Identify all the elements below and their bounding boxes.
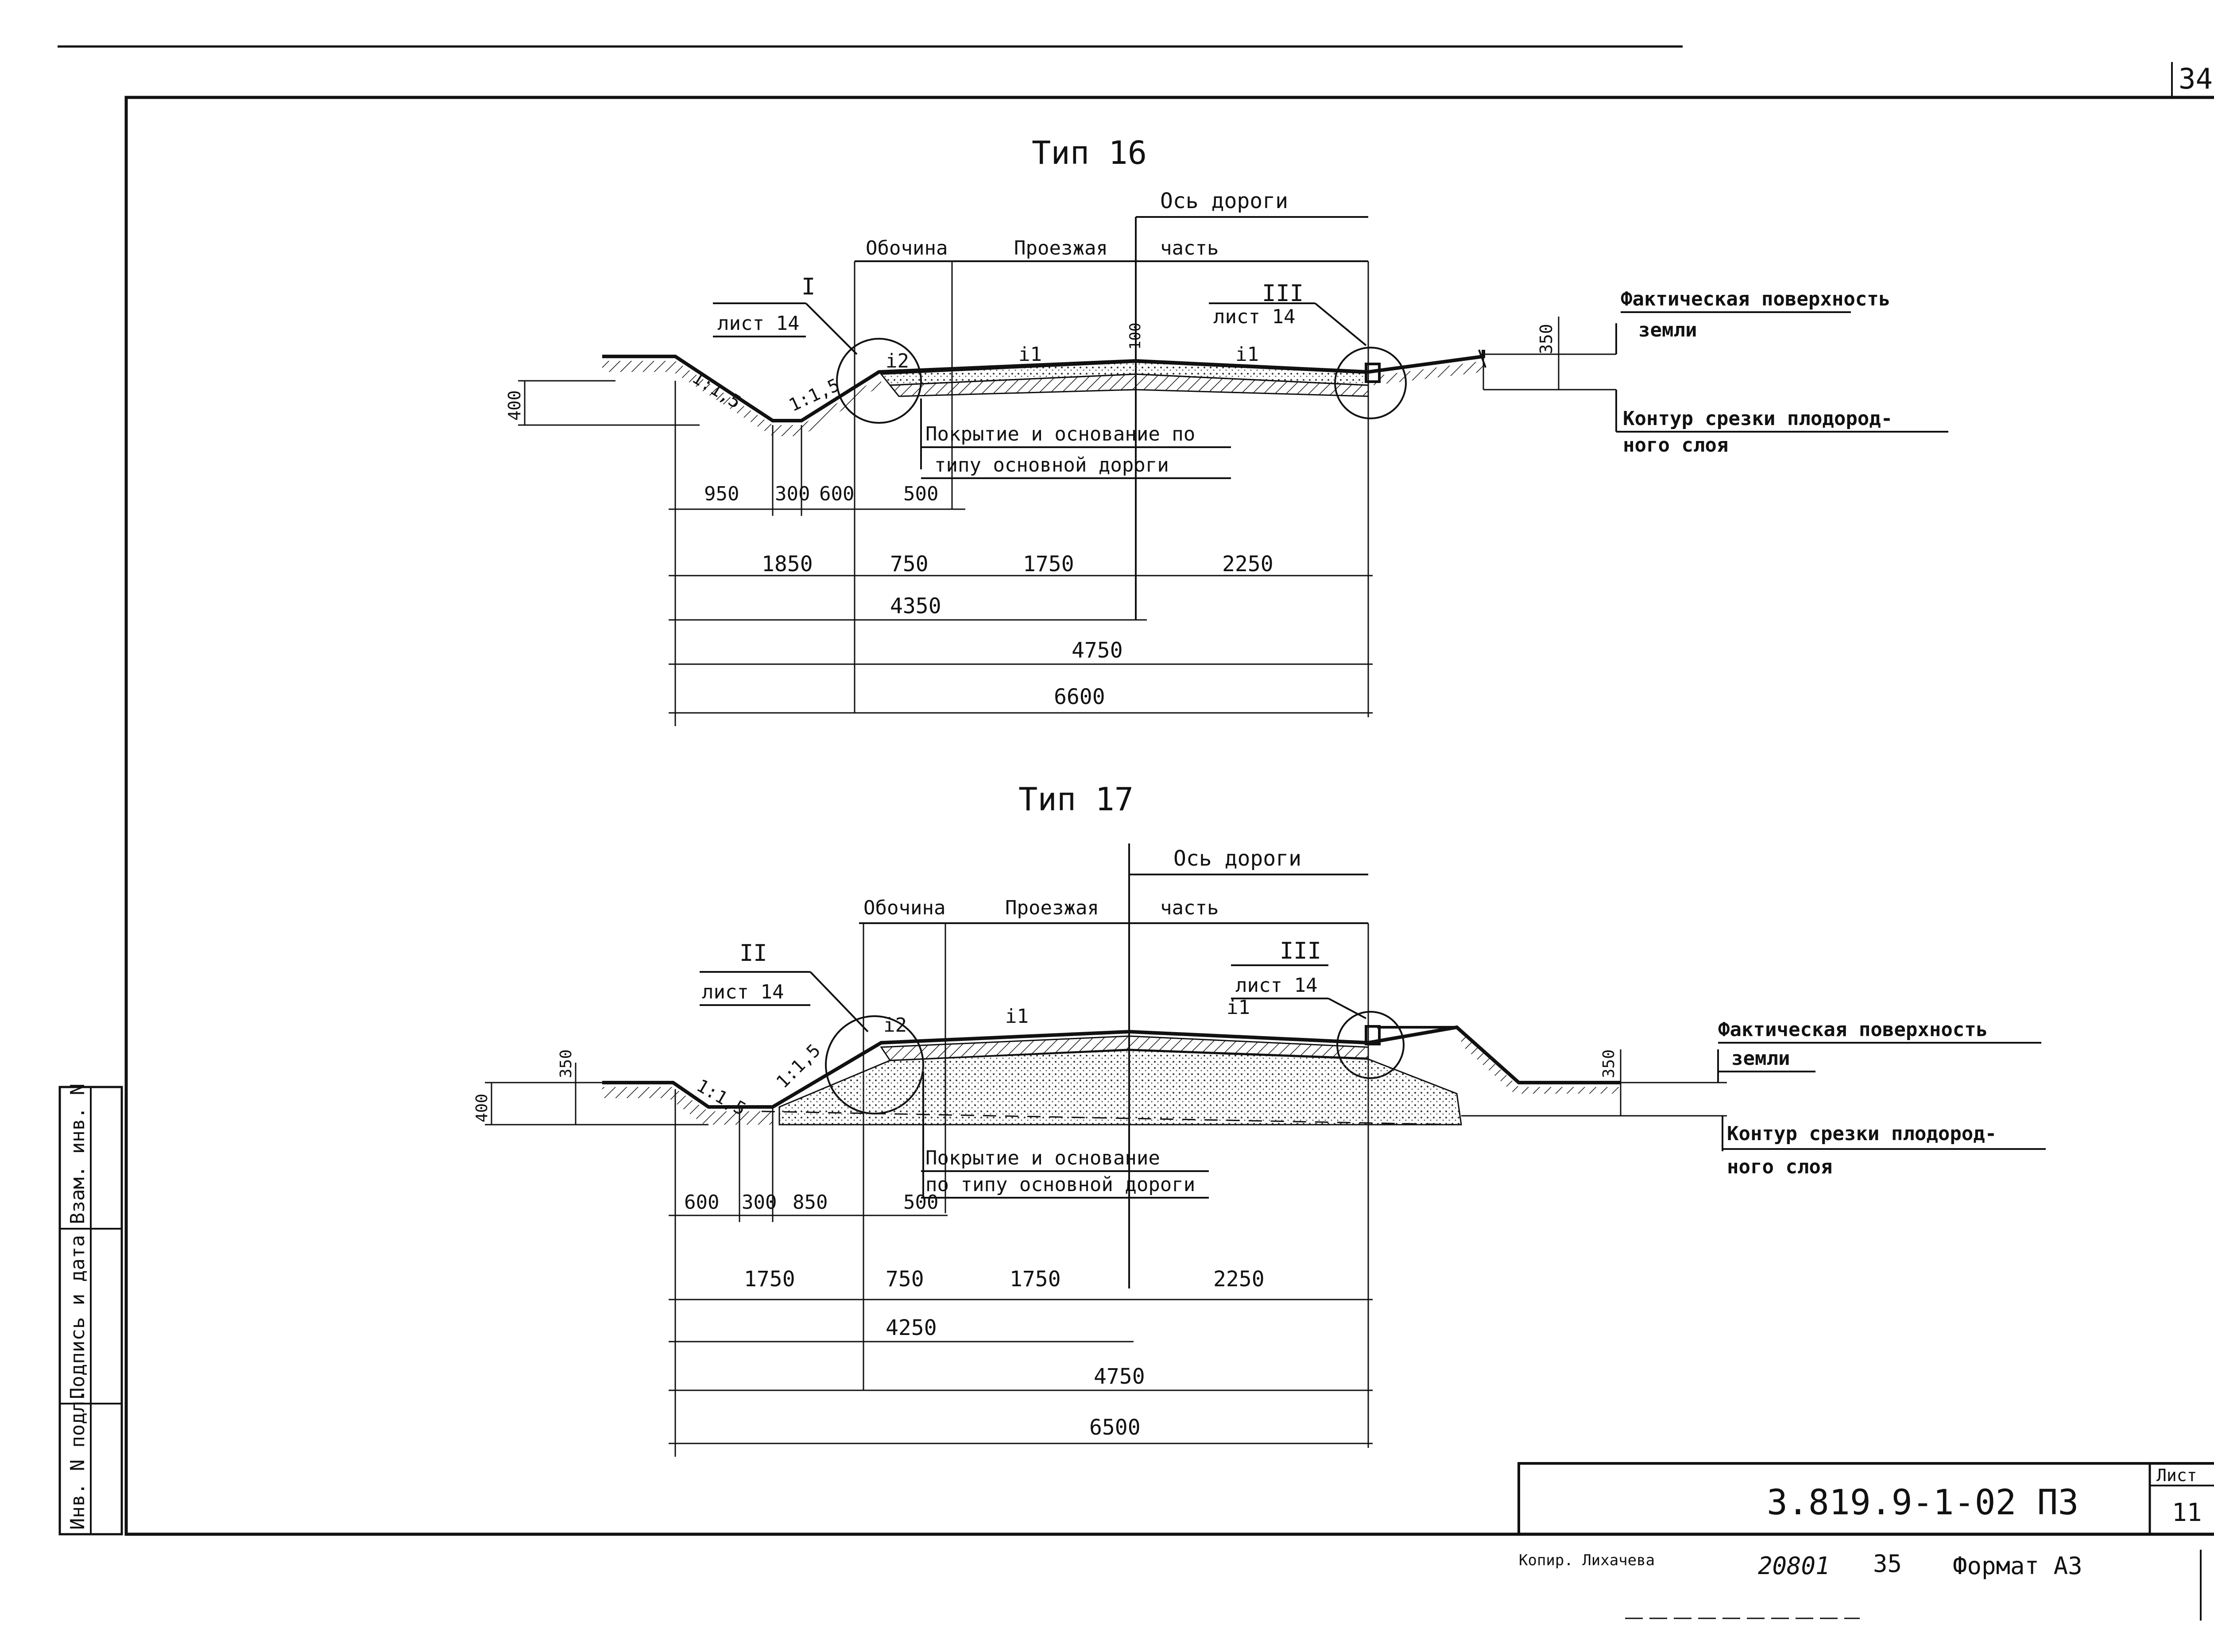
type17-dim-500: 500 <box>903 1191 938 1214</box>
type17-surface-label: Фактическая поверхность <box>1718 1018 1988 1041</box>
type16-contour-label: Контур срезки плодород- <box>1623 407 1893 430</box>
type16-dim-750: 750 <box>890 552 929 576</box>
type16-callout-left-num: I <box>801 274 815 300</box>
type17-callout-right-sheet: лист 14 <box>1235 974 1317 997</box>
sheet-value: 11 <box>2172 1498 2202 1527</box>
type17-carriageway-label-2: часть <box>1160 897 1219 919</box>
type17-dim-400: 400 <box>473 1094 491 1122</box>
type17-coating-note-2: по типу основной дороги <box>925 1173 1195 1196</box>
type17-slope-i2: i2 <box>883 1014 907 1037</box>
type17-slope-i1-right: i1 <box>1227 996 1250 1019</box>
type16-slope-i1-left: i1 <box>1018 343 1042 366</box>
type16-dim-2250: 2250 <box>1222 552 1273 576</box>
type16-slope-i1-right: i1 <box>1235 343 1259 366</box>
footer: Копир. Лихачева 20801 35 Формат А3 <box>1519 1550 2202 1621</box>
type17-callout-right-num: III <box>1280 938 1321 964</box>
stamp-signature-date: Подпись и дата <box>66 1235 89 1399</box>
type16-slope-1: 1:1,5 <box>689 367 744 413</box>
type16-ground-hatch <box>602 361 881 436</box>
format-label: Формат А3 <box>1953 1552 2082 1580</box>
type16-dim-400: 400 <box>505 390 524 421</box>
type17-section: Тип 17 Ось дороги Обочина Проезжая часть… <box>473 781 2046 1457</box>
type16-dim-500: 500 <box>903 483 938 505</box>
type16-surface-label-2: земли <box>1638 319 1697 341</box>
type17-dim-350-right: 350 <box>1600 1049 1618 1078</box>
type17-title: Тип 17 <box>1018 781 1134 818</box>
type17-dim-600: 600 <box>684 1191 719 1214</box>
type16-carriageway-label: Проезжая <box>1014 237 1108 259</box>
title-block: 3.819.9-1-02 ПЗ Лист 11 <box>1517 1462 2214 1536</box>
type16-dim-4750: 4750 <box>1072 638 1123 663</box>
type17-carriageway-label: Проезжая <box>1005 897 1099 919</box>
type17-dim-2250: 2250 <box>1213 1267 1265 1292</box>
type16-section: Тип 16 Ось дороги Обочина Проезжая часть… <box>505 134 1948 726</box>
document-code: 3.819.9-1-02 ПЗ <box>1767 1483 2079 1523</box>
drawing-frame <box>124 96 2214 1536</box>
type17-dim-750: 750 <box>886 1267 924 1292</box>
type16-callout-left-sheet: лист 14 <box>717 312 799 335</box>
type16-dim-950: 950 <box>704 483 739 505</box>
type16-dimension-lines <box>669 381 1373 726</box>
type17-dim-6500: 6500 <box>1089 1415 1141 1440</box>
type16-coating-note: Покрытие и основание по <box>925 423 1195 445</box>
type17-dim-300: 300 <box>742 1191 777 1214</box>
type17-callout-left-num: II <box>739 940 767 967</box>
type17-dim-4750: 4750 <box>1094 1364 1145 1389</box>
type17-callout-left-sheet: лист 14 <box>702 981 784 1003</box>
type17-coating-note: Покрытие и основание <box>925 1147 1160 1169</box>
type17-axis-label: Ось дороги <box>1173 846 1301 871</box>
type16-slope-i2: i2 <box>886 350 909 372</box>
type16-curb <box>1365 363 1381 383</box>
page-number: 34 <box>2179 63 2213 96</box>
type16-dim-1750: 1750 <box>1023 552 1074 576</box>
type16-carriageway-label-2: часть <box>1160 237 1219 259</box>
type17-dim-1750-a: 1750 <box>744 1267 795 1292</box>
type16-shoulder-label: Обочина <box>866 237 948 259</box>
type16-axis-label: Ось дороги <box>1160 189 1288 213</box>
type17-curb <box>1365 1025 1381 1045</box>
stamp-inv-podl: Инв. N подл. <box>66 1389 89 1530</box>
type16-surface-label: Фактическая поверхность <box>1621 288 1890 310</box>
type17-ground-profile <box>602 1025 1621 1109</box>
type17-slope-2: 1:1,5 <box>773 1040 825 1092</box>
type16-coating-note-2: типу основной дороги <box>934 454 1169 476</box>
type17-slope-i1-left: i1 <box>1005 1005 1029 1028</box>
type17-shoulder-label: Обочина <box>863 897 945 919</box>
type16-title: Тип 16 <box>1032 134 1147 171</box>
side-stamp: Инв. N подл. Подпись и дата Взам. инв. N <box>58 1083 123 1536</box>
type16-dim-100: 100 <box>1126 323 1144 350</box>
type16-callout-right-sheet: лист 14 <box>1213 306 1295 328</box>
type17-contour-label-2: ного слоя <box>1727 1156 1832 1178</box>
order-number: 20801 <box>1758 1552 1830 1580</box>
sheet-label: Лист <box>2156 1466 2197 1485</box>
type16-dim-4350: 4350 <box>890 594 941 619</box>
type16-ground-profile <box>602 350 1485 422</box>
type17-contour-label: Контур срезки плодород- <box>1727 1122 1997 1145</box>
stamp-vzam-inv: Взам. инв. N <box>66 1083 89 1224</box>
type17-dim-850: 850 <box>793 1191 828 1214</box>
type16-dim-300: 300 <box>775 483 810 505</box>
copy-number: 35 <box>1873 1550 1902 1578</box>
type17-surface-label-2: земли <box>1731 1047 1790 1070</box>
type16-contour-label-2: ного слоя <box>1623 434 1728 457</box>
type16-dim-6600: 6600 <box>1054 685 1105 709</box>
type16-dim-600: 600 <box>819 483 854 505</box>
type17-dim-350-left: 350 <box>557 1049 575 1078</box>
type17-dim-4250: 4250 <box>886 1315 937 1340</box>
type16-dim-350: 350 <box>1537 324 1556 354</box>
type16-dim-1850: 1850 <box>762 552 813 576</box>
copied-by: Копир. Лихачева <box>1519 1551 1655 1569</box>
type17-dim-1750-b: 1750 <box>1010 1267 1061 1292</box>
type17-embankment-fill <box>778 1049 1462 1126</box>
type17-dimension-lines <box>669 1089 1373 1457</box>
